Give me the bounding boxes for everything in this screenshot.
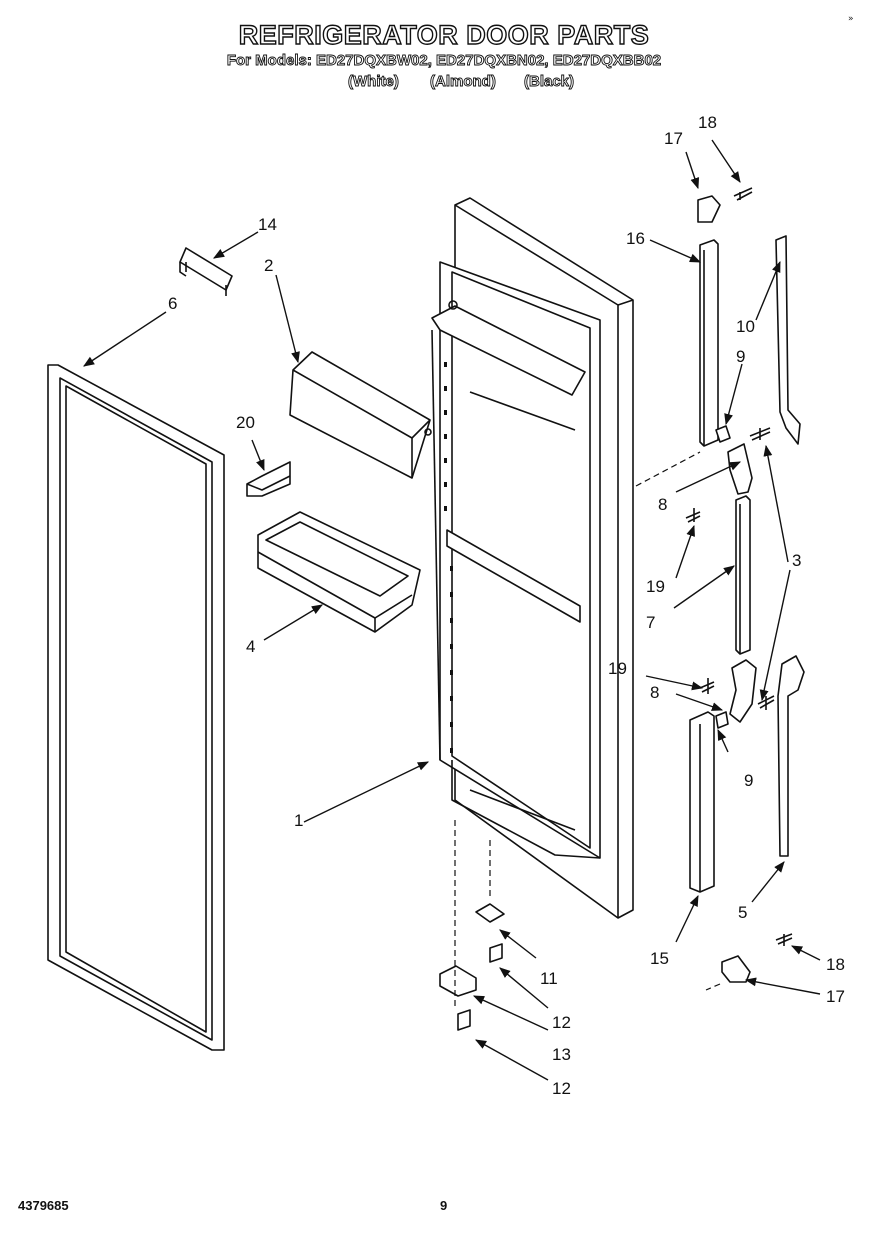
door-bin-drawing — [257, 511, 421, 633]
lower-trim-drawing — [689, 711, 715, 893]
callout-8-lower: 8 — [650, 683, 659, 702]
callout-18-lower: 18 — [826, 955, 845, 974]
lower-handle-trim-drawing — [777, 655, 805, 857]
page-title: REFRIGERATOR DOOR PARTS — [238, 19, 650, 50]
callout-10: 10 — [736, 317, 755, 336]
upper-hinge-assembly-drawing — [685, 425, 771, 523]
dairy-door-drawing — [289, 351, 432, 479]
callout-19-lower: 19 — [608, 659, 627, 678]
callout-12-lower: 12 — [552, 1079, 571, 1098]
callout-4: 4 — [246, 637, 255, 656]
assembly-guide-lines — [454, 451, 721, 1010]
callout-2: 2 — [264, 256, 273, 275]
upper-handle-trim-drawing — [775, 235, 801, 445]
callout-9-lower: 9 — [744, 771, 753, 790]
callout-labels: 1 2 3 4 5 6 7 8 8 9 9 10 11 12 12 13 14 … — [168, 113, 845, 1098]
lower-hinge-assembly-drawing — [699, 659, 775, 729]
color-variants: (White) (Almond) (Black) — [348, 73, 588, 93]
upper-trim-drawing — [699, 239, 719, 447]
lower-hinge-cover-drawing — [721, 933, 793, 983]
corner-mark: » — [848, 14, 854, 24]
callout-3: 3 — [792, 551, 801, 570]
document-number: 4379685 — [18, 1198, 69, 1213]
callout-8-upper: 8 — [658, 495, 667, 514]
callout-15: 15 — [650, 949, 669, 968]
models-subtitle: For Models: ED27DQXBW02, ED27DQXBN02, ED… — [226, 52, 662, 70]
callout-18-upper: 18 — [698, 113, 717, 132]
callout-16: 16 — [626, 229, 645, 248]
variant-white: (White) — [348, 73, 400, 91]
callout-7: 7 — [646, 613, 655, 632]
callout-1: 1 — [294, 811, 303, 830]
callout-6: 6 — [168, 294, 177, 313]
callout-17-upper: 17 — [664, 129, 683, 148]
variant-black: (Black) — [524, 73, 575, 91]
callout-5: 5 — [738, 903, 747, 922]
callout-leaders — [83, 139, 821, 1081]
callout-11: 11 — [540, 969, 558, 988]
middle-trim-drawing — [735, 495, 751, 655]
callout-14: 14 — [258, 215, 277, 234]
bracket-drawing — [246, 461, 291, 497]
page-number: 9 — [440, 1198, 448, 1213]
door-gasket-drawing — [47, 364, 225, 1051]
door-liner-drawing — [431, 197, 634, 919]
bottom-hinge-drawing — [439, 903, 505, 1031]
callout-12-upper: 12 — [552, 1013, 571, 1032]
variant-almond: (Almond) — [430, 73, 497, 91]
callout-9-upper: 9 — [736, 347, 745, 366]
callout-13: 13 — [552, 1045, 571, 1064]
callout-17-lower: 17 — [826, 987, 845, 1006]
callout-20: 20 — [236, 413, 255, 432]
upper-hinge-cover-drawing — [697, 187, 753, 223]
callout-19-upper: 19 — [646, 577, 665, 596]
clip-drawing — [179, 247, 233, 296]
